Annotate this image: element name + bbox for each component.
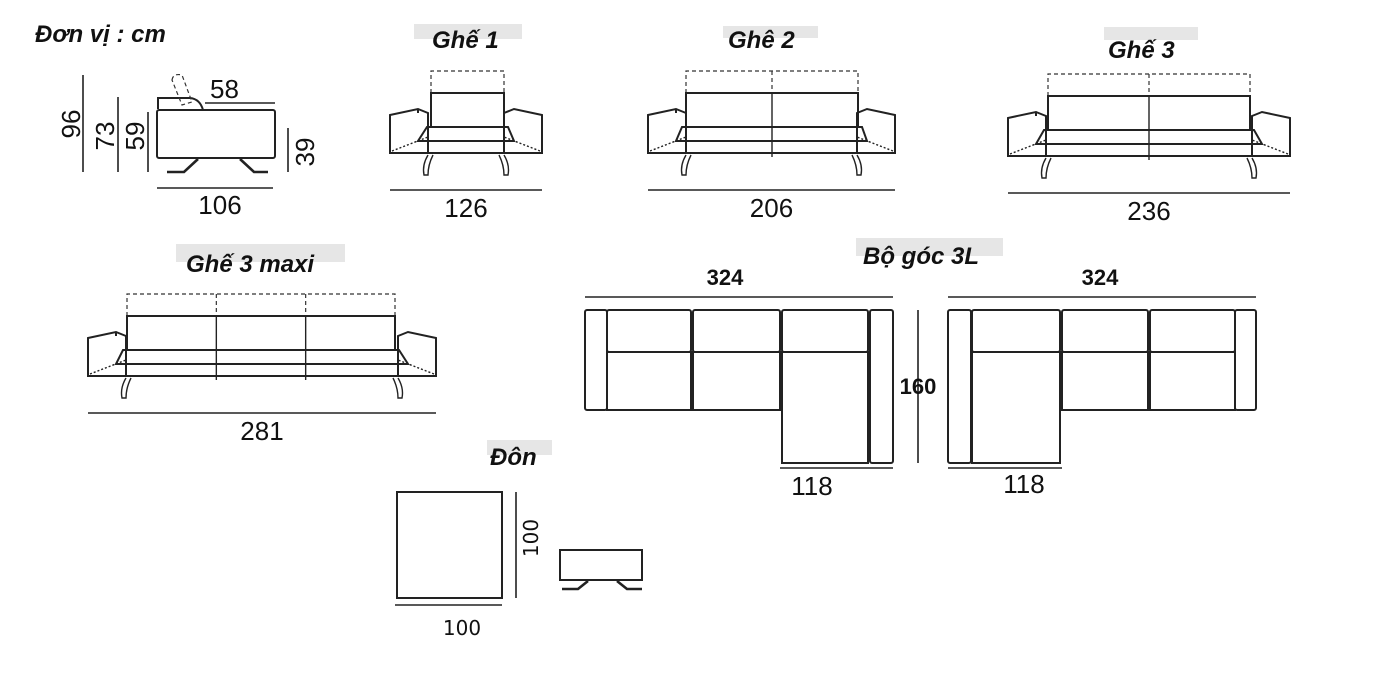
dim-seat-depth: 58 [210, 74, 239, 104]
model-width: 126 [444, 193, 487, 223]
corner-width-left: 324 [707, 265, 744, 290]
corner-chaise-left: 118 [791, 471, 832, 501]
unit-label: Đơn vị : cm [35, 21, 166, 48]
model-title: Ghế 1 [432, 27, 499, 54]
side-view: 96 73 59 39 58 106 [56, 73, 320, 220]
dim-arm-height: 73 [90, 122, 120, 151]
corner-depth: 160 [900, 374, 937, 399]
front-view-ghe3: Ghế 3 236 [1007, 27, 1291, 226]
dim-total-height: 96 [56, 110, 86, 139]
ottoman-title: Đôn [490, 444, 537, 471]
model-title: Ghế 3 maxi [186, 251, 315, 278]
model-width: 206 [750, 193, 793, 223]
front-view-ghe3maxi: Ghế 3 maxi 281 [87, 244, 437, 446]
ottoman-depth: 100 [519, 519, 543, 557]
model-title: Ghê 2 [728, 27, 795, 54]
model-title: Ghế 3 [1108, 37, 1175, 64]
corner-sofa: Bộ góc 3L 324 118 160 324 118 [584, 238, 1257, 501]
model-width: 281 [240, 416, 283, 446]
dim-back-height: 59 [120, 122, 150, 151]
corner-width-right: 324 [1082, 265, 1119, 290]
model-width: 236 [1127, 196, 1170, 226]
front-view-ghe1: Ghế 1 126 [389, 24, 543, 223]
ottoman: Đôn 100 100 [395, 440, 643, 640]
front-view-ghe2: Ghê 2 206 [647, 26, 896, 223]
corner-title: Bộ góc 3L [863, 243, 979, 270]
ottoman-width: 100 [443, 616, 481, 640]
dim-seat-height: 39 [290, 138, 320, 167]
dim-depth: 106 [198, 190, 241, 220]
corner-chaise-right: 118 [1003, 469, 1044, 499]
